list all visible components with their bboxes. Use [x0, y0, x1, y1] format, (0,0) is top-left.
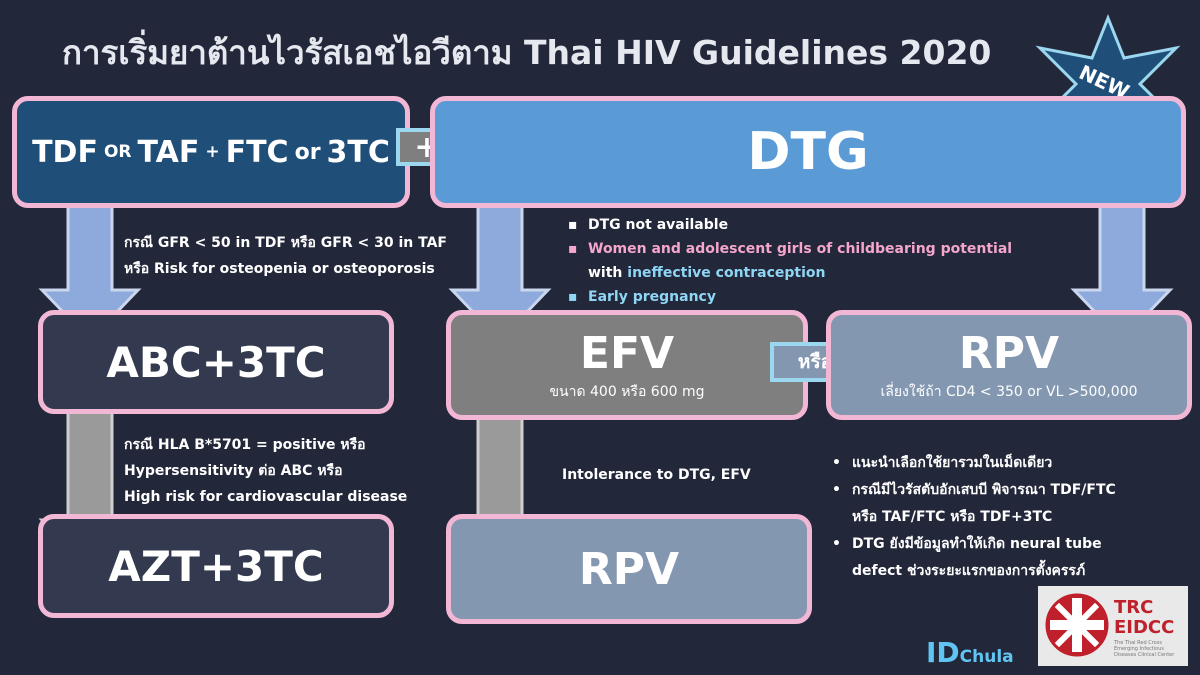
right-note-5: defect ช่วงระยะแรกของการตั้งครรภ์: [852, 563, 1086, 579]
right-note-4: •DTG ยังมีข้อมูลทำให้เกิด neural tube: [832, 536, 1102, 552]
efv-dose: ขนาด 400 หรือ 600 mg: [549, 383, 705, 400]
efv-label: EFV: [579, 327, 675, 379]
drug-ftc: FTC: [225, 134, 289, 170]
note-azt-criteria: กรณี HLA B*5701 = positive หรือ Hypersen…: [124, 432, 407, 510]
note-abc-criteria: กรณี GFR < 50 in TDF หรือ GFR < 30 in TA…: [124, 230, 447, 282]
rpv-right-label: RPV: [958, 327, 1060, 379]
note-dtg-alternative: ▪DTG not available ▪Women and adolescent…: [566, 213, 1086, 309]
note-azt-line1: กรณี HLA B*5701 = positive หรือ: [124, 437, 366, 453]
logo-line2: EIDCC: [1114, 617, 1175, 638]
or-small-2: or: [294, 139, 321, 165]
brand-id: ID: [926, 636, 960, 669]
plus-small: +: [205, 142, 220, 162]
regimen-abc-3tc: ABC+3TC: [38, 310, 394, 414]
drug-3tc: 3TC: [326, 134, 390, 170]
or-small-1: OR: [103, 142, 132, 162]
regimen-tdf-taf-ftc-3tc: TDF OR TAF + FTC or 3TC: [12, 96, 410, 208]
trc-eidcc-text: TRC EIDCC: [1114, 598, 1174, 638]
regimen-rpv-right: RPV เลี่ยงใช้ถ้า CD4 < 350 or VL >500,00…: [826, 310, 1192, 420]
note-dtg-item-1: ▪DTG not available: [568, 217, 729, 233]
logo-line1: TRC: [1114, 597, 1154, 618]
note-abc-line1: กรณี GFR < 50 in TDF หรือ GFR < 30 in TA…: [124, 235, 447, 251]
page-title: การเริ่มยาต้านไวรัสเอชไอวีตาม Thai HIV G…: [62, 33, 992, 72]
note-abc-line2: หรือ Risk for osteopenia or osteoporosis: [124, 261, 435, 277]
note-azt-line3: High risk for cardiovascular disease: [124, 489, 408, 505]
right-note-1: •แนะนำเลือกใช้ยารวมในเม็ดเดียว: [832, 455, 1053, 471]
union-jack-seal-icon: [1045, 593, 1109, 657]
regimen-azt-3tc: AZT+3TC: [38, 514, 394, 618]
drug-tdf: TDF: [32, 134, 98, 170]
regimen-rpv-bottom: RPV: [446, 514, 812, 624]
brand-chula: Chula: [959, 647, 1014, 667]
id-chula-logo: IDChula: [926, 636, 1014, 669]
right-note-3: หรือ TAF/FTC หรือ TDF+3TC: [852, 509, 1053, 525]
note-dtg-item-3: ▪Early pregnancy: [568, 289, 716, 305]
trc-small-text: The Thai Red Cross Emerging Infectious D…: [1114, 640, 1175, 658]
right-notes: •แนะนำเลือกใช้ยารวมในเม็ดเดียว •กรณีมีไว…: [830, 450, 1170, 585]
regimen-dtg: DTG: [430, 96, 1186, 208]
note-intolerance: Intolerance to DTG, EFV: [562, 467, 751, 483]
note-dtg-item-2: ▪Women and adolescent girls of childbear…: [568, 241, 1013, 281]
drug-taf: TAF: [137, 134, 200, 170]
rpv-right-caution: เลี่ยงใช้ถ้า CD4 < 350 or VL >500,000: [880, 383, 1138, 400]
right-note-2: •กรณีมีไวรัสตับอักเสบบี พิจารณา TDF/FTC: [832, 482, 1116, 498]
note-azt-line2: Hypersensitivity ต่อ ABC หรือ: [124, 463, 343, 479]
regimen-efv: EFV ขนาด 400 หรือ 600 mg: [446, 310, 808, 420]
